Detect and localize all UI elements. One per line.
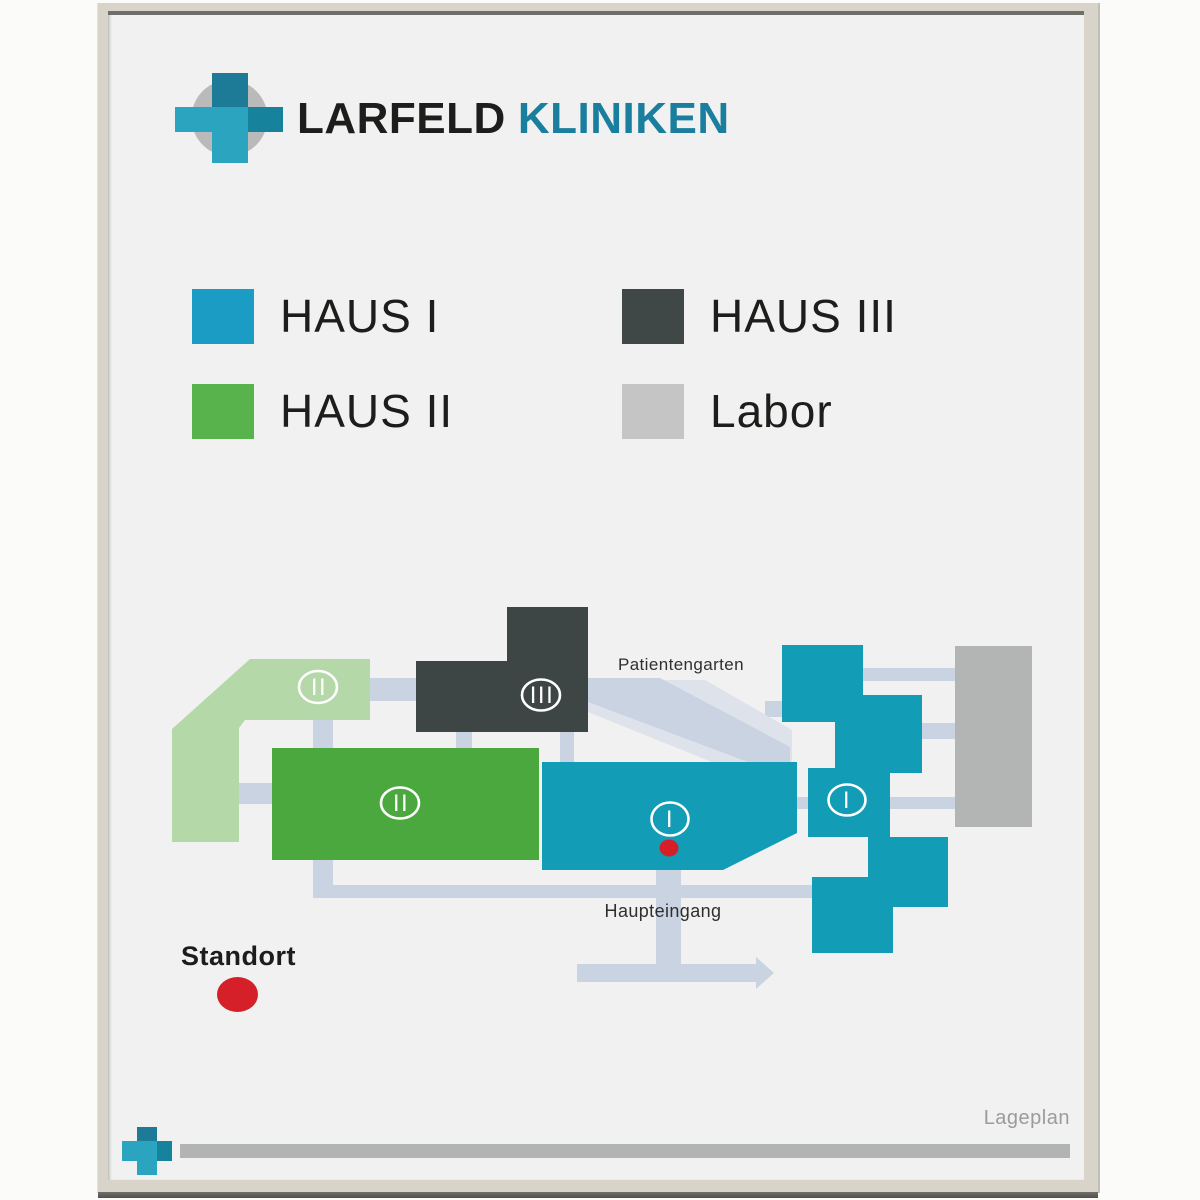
frame-bottom-shadow (98, 1192, 1098, 1198)
sign-panel (108, 11, 1084, 1180)
sign-frame (98, 3, 1098, 1193)
title-primary: LARFELD (297, 94, 506, 143)
legend-item-haus2: HAUS II (192, 383, 453, 439)
standort-dot (217, 977, 258, 1012)
numeral-haus3: III (530, 682, 555, 709)
building-badges (297, 669, 867, 837)
building-haus2-annex (172, 659, 370, 842)
legend-label-haus3: HAUS III (710, 290, 897, 342)
building-numerals: II II III I I (311, 674, 851, 833)
label-haupteingang: Haupteingang (605, 901, 722, 921)
numeral-haus2-annex: II (311, 674, 327, 701)
standort-label: Standort (181, 941, 296, 971)
legend-label-labor: Labor (710, 385, 833, 437)
clinic-logo-cross-icon (175, 73, 283, 163)
building-haus1-main (542, 762, 797, 870)
map-location-dot (659, 839, 679, 857)
legend-swatch-labor (622, 383, 684, 439)
building-haus2 (272, 748, 539, 860)
numeral-haus1-main: I (666, 806, 674, 833)
legend-label-haus1: HAUS I (280, 290, 440, 342)
label-patientengarten: Patientengarten (618, 655, 744, 674)
walkway-arrowhead (756, 957, 774, 989)
building-haus3 (416, 607, 588, 732)
legend-item-haus3: HAUS III (622, 288, 897, 344)
promenade (588, 678, 790, 762)
legend-item-haus1: HAUS I (192, 288, 439, 344)
sign-caption: Lageplan (983, 1107, 1070, 1129)
numeral-haus1-east: I (843, 787, 851, 814)
footer-cross-icon (122, 1127, 172, 1175)
legend-swatch-haus2 (192, 383, 254, 439)
legend-swatch-haus1 (192, 288, 254, 344)
building-labor (955, 646, 1032, 827)
legend-swatch-haus3 (622, 288, 684, 344)
title-secondary: KLINIKEN (517, 94, 730, 143)
footer-divider-bar (180, 1144, 1070, 1158)
building-haus1-east (782, 645, 948, 953)
legend-label-haus2: HAUS II (280, 385, 454, 437)
legend-item-labor: Labor (622, 383, 833, 439)
numeral-haus2: II (393, 790, 409, 817)
